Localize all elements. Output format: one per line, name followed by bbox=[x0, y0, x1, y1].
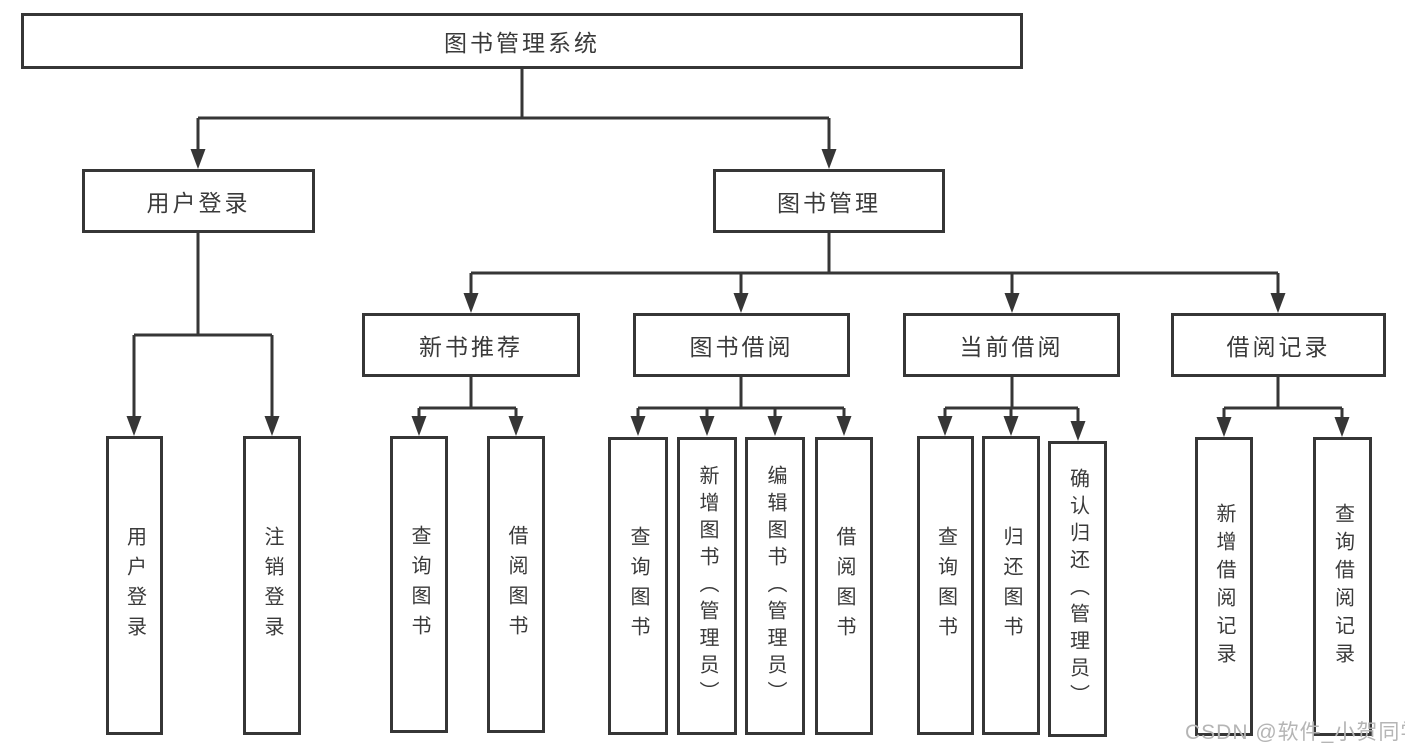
leaf-query-books-3: 查询图书 bbox=[917, 436, 974, 735]
node-label: 归还图书 bbox=[1000, 525, 1022, 646]
node-label: 借阅图书 bbox=[505, 524, 527, 645]
node-label: 编辑图书（管理员） bbox=[764, 464, 786, 708]
node-book-management: 图书管理 bbox=[713, 169, 945, 233]
leaf-add-book-admin: 新增图书（管理员） bbox=[677, 437, 737, 735]
node-label: 借阅记录 bbox=[1226, 334, 1331, 360]
leaf-query-borrow-record: 查询借阅记录 bbox=[1313, 437, 1372, 736]
leaf-edit-book-admin: 编辑图书（管理员） bbox=[745, 437, 805, 735]
node-label: 查询图书 bbox=[627, 526, 649, 646]
node-borrowing-records: 借阅记录 bbox=[1171, 313, 1386, 377]
node-label: 确认归还（管理员） bbox=[1066, 467, 1089, 711]
leaf-borrow-books-2: 借阅图书 bbox=[815, 437, 873, 735]
node-new-book-recommend: 新书推荐 bbox=[362, 313, 580, 377]
node-label: 借阅图书 bbox=[833, 526, 855, 646]
leaf-confirm-return-admin: 确认归还（管理员） bbox=[1048, 441, 1107, 737]
node-label: 新增图书（管理员） bbox=[696, 464, 718, 708]
node-label: 图书管理 bbox=[777, 190, 881, 216]
leaf-query-books-1: 查询图书 bbox=[390, 436, 448, 733]
connector-paths bbox=[132, 69, 1344, 428]
node-label: 用户登录 bbox=[123, 525, 146, 646]
node-label: 图书管理系统 bbox=[444, 30, 600, 56]
csdn-watermark: CSDN @软件_小贺同学 bbox=[1185, 721, 1405, 744]
node-label: 查询借阅记录 bbox=[1331, 502, 1354, 671]
node-book-borrowing: 图书借阅 bbox=[633, 313, 850, 377]
leaf-borrow-books-1: 借阅图书 bbox=[487, 436, 545, 733]
arrowheads bbox=[126, 149, 1350, 441]
node-label: 查询图书 bbox=[934, 525, 957, 646]
leaf-return-books: 归还图书 bbox=[982, 436, 1040, 735]
node-label: 当前借阅 bbox=[959, 334, 1064, 360]
node-library-management-system: 图书管理系统 bbox=[21, 13, 1023, 69]
node-label: 用户登录 bbox=[146, 190, 251, 216]
node-label: 注销登录 bbox=[261, 525, 283, 646]
node-label: 新书推荐 bbox=[419, 334, 523, 360]
leaf-add-borrow-record: 新增借阅记录 bbox=[1195, 437, 1253, 736]
leaf-query-books-2: 查询图书 bbox=[608, 437, 668, 735]
node-current-borrowing: 当前借阅 bbox=[903, 313, 1120, 377]
node-label: 图书借阅 bbox=[689, 334, 794, 360]
node-user-login: 用户登录 bbox=[82, 169, 315, 233]
node-label: 新增借阅记录 bbox=[1213, 502, 1235, 671]
leaf-logout: 注销登录 bbox=[243, 436, 301, 735]
leaf-user-login: 用户登录 bbox=[106, 436, 163, 735]
node-label: 查询图书 bbox=[408, 524, 430, 645]
